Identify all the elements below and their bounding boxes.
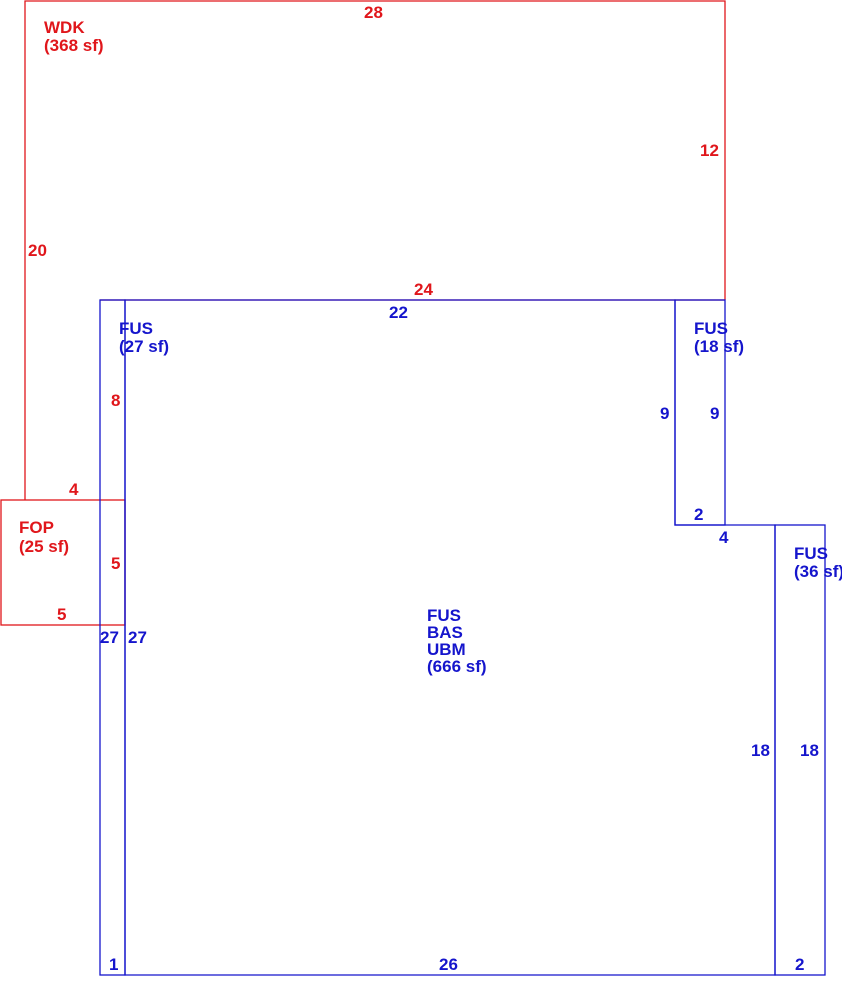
- dim-wdk-top: 28: [364, 3, 383, 22]
- red-labels: WDK (368 sf) 28 12 20 24 8 4 FOP (25 sf)…: [19, 3, 719, 624]
- fus-right-bottom-area-size: (36 sf): [794, 562, 842, 581]
- dim-fop-bottom: 5: [57, 605, 66, 624]
- left-strip-outline: [99, 299, 126, 976]
- dim-left-strip-bottom: 1: [109, 955, 118, 974]
- wdk-area-code: WDK: [44, 18, 85, 37]
- fop-area-code: FOP: [19, 518, 54, 537]
- blue-labels: 22 FUS (27 sf) FUS (18 sf) 9 9 2 4 FUS (…: [100, 303, 842, 974]
- fus-right-top-area-code: FUS: [694, 319, 728, 338]
- wdk-deck-outline: [24, 0, 726, 500]
- dim-wdk-right: 12: [700, 141, 719, 160]
- dim-wdk-left: 20: [28, 241, 47, 260]
- dim-left-strip-outer: 27: [100, 628, 119, 647]
- fop-area-size: (25 sf): [19, 537, 69, 556]
- right-bottom-addition-outline: [774, 524, 826, 976]
- dim-notch-right: 9: [710, 404, 719, 423]
- fus-right-bottom-area-code: FUS: [794, 544, 828, 563]
- dim-right-strip-inner: 18: [751, 741, 770, 760]
- fus-left-area-size: (27 sf): [119, 337, 169, 356]
- fus-right-top-area-size: (18 sf): [694, 337, 744, 356]
- blue-outlines: [99, 299, 826, 976]
- dim-notch-step: 4: [719, 528, 729, 547]
- dim-left-strip-inner: 27: [128, 628, 147, 647]
- dim-notch-left: 9: [660, 404, 669, 423]
- dim-fop-top: 4: [69, 480, 79, 499]
- dim-fop-right: 5: [111, 554, 120, 573]
- main-area-line2: BAS: [427, 623, 463, 642]
- dim-right-strip-bottom: 2: [795, 955, 804, 974]
- main-area-line3: UBM: [427, 640, 466, 659]
- dim-wdk-bottom: 24: [414, 280, 433, 299]
- dim-main-bottom: 26: [439, 955, 458, 974]
- dim-main-top: 22: [389, 303, 408, 322]
- main-area-line1: FUS: [427, 606, 461, 625]
- dim-notch-bottom: 2: [694, 505, 703, 524]
- dim-fus-left-height: 8: [111, 391, 120, 410]
- dim-right-strip-outer: 18: [800, 741, 819, 760]
- wdk-area-size: (368 sf): [44, 36, 104, 55]
- right-top-addition-outline: [674, 299, 726, 526]
- red-outlines: [0, 0, 726, 626]
- main-area-size: (666 sf): [427, 657, 487, 676]
- fus-left-area-code: FUS: [119, 319, 153, 338]
